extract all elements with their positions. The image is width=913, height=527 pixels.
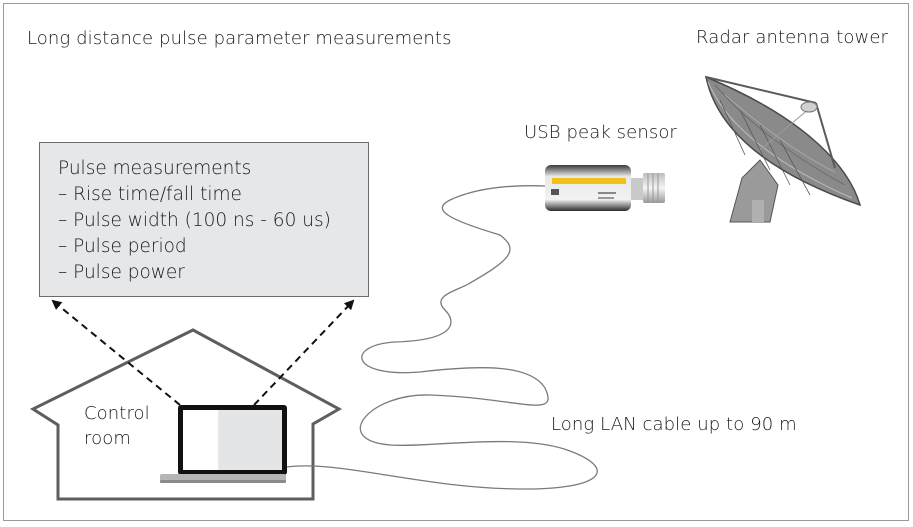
control-room-label: Control room [84,401,164,451]
control-room-line-1: Control [84,403,150,424]
arrow-left [51,299,181,406]
measurement-item: – Pulse period [58,236,187,257]
pulse-measurements-box: Pulse measurements – Rise time/fall time… [39,142,369,297]
pulse-measurements-heading: Pulse measurements [58,158,252,179]
control-room-line-2: room [84,428,131,449]
cable-label: Long LAN cable up to 90 m [551,414,797,435]
sensor-label: USB peak sensor [524,122,677,143]
measurement-item: – Pulse width (100 ns - 60 us) [58,210,331,231]
radar-label: Radar antenna tower [696,27,889,48]
measurement-item: – Pulse power [58,262,185,283]
diagram-title: Long distance pulse parameter measuremen… [27,28,452,49]
data-arrows [51,299,355,406]
house-outline-icon [29,328,343,501]
laptop-icon [160,405,287,483]
measurement-item: – Rise time/fall time [58,184,242,205]
lan-cable-icon [286,185,598,490]
radar-dish-icon [704,75,862,223]
usb-peak-sensor-icon [545,165,665,211]
